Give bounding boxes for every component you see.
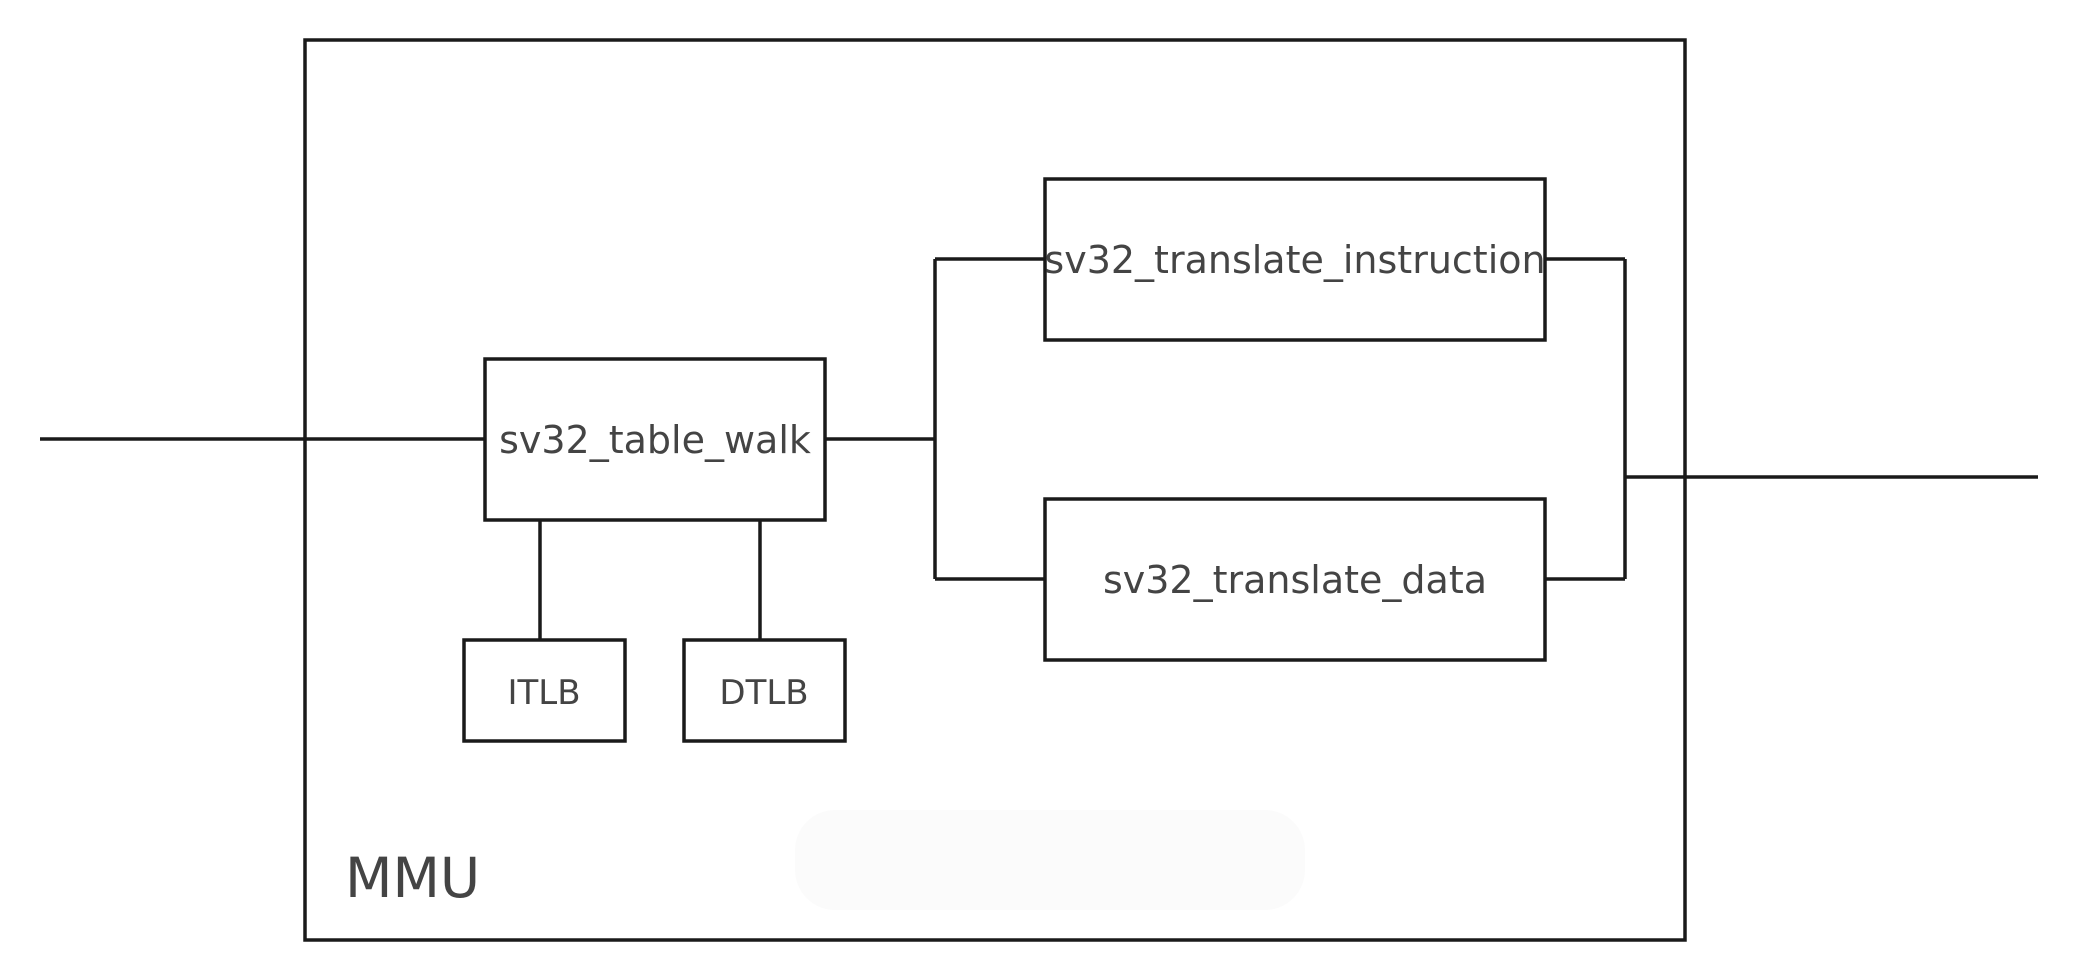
translate-instruction-label: sv32_translate_instruction [1044,238,1545,282]
dtlb-label: DTLB [719,673,808,713]
itlb-block: ITLB [462,638,627,743]
table-walk-block: sv32_table_walk [483,357,827,522]
dtlb-block: DTLB [682,638,847,743]
translate-instruction-block: sv32_translate_instruction [1043,177,1547,342]
faint-background-patch [795,810,1305,910]
table-walk-label: sv32_table_walk [499,418,811,462]
mmu-title: MMU [345,846,480,910]
translate-data-block: sv32_translate_data [1043,497,1547,662]
itlb-label: ITLB [507,673,580,713]
translate-data-label: sv32_translate_data [1103,558,1487,602]
